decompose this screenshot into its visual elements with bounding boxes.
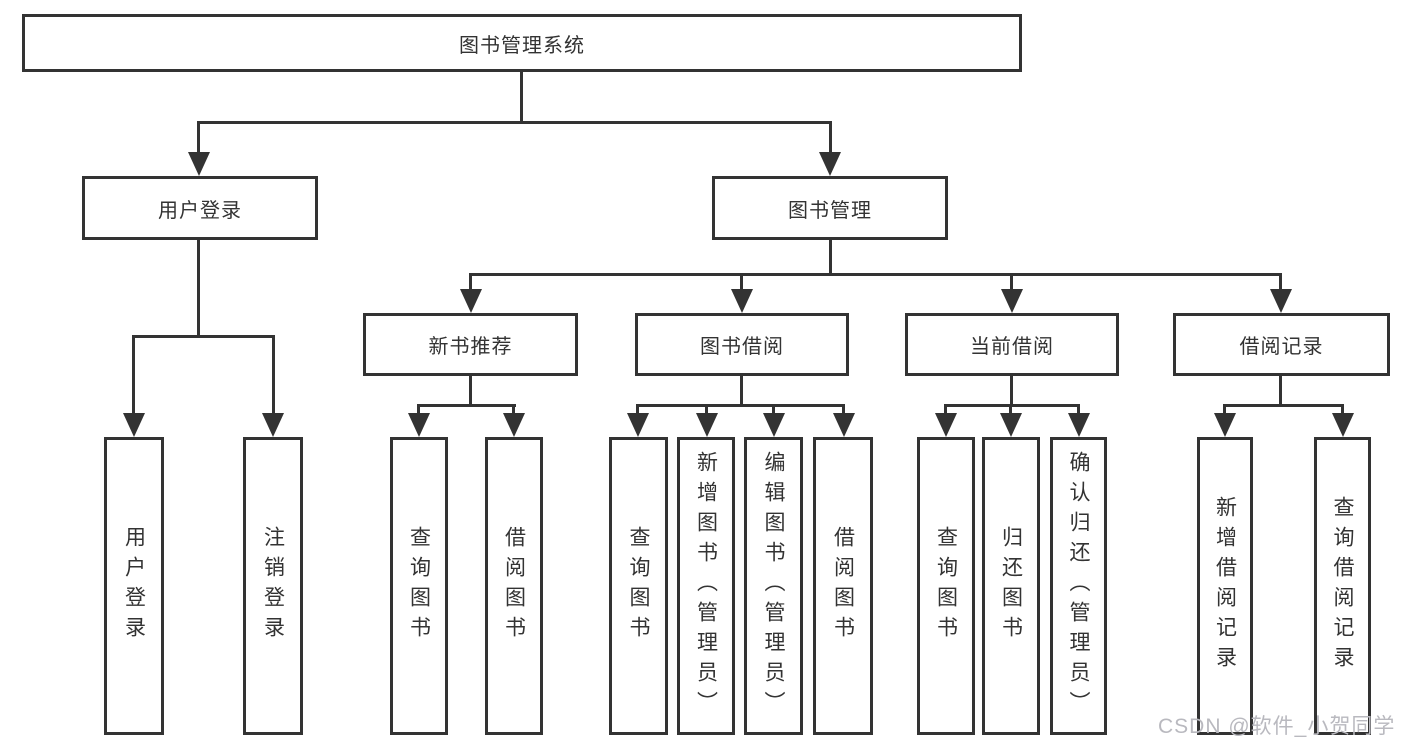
arrow-down-icon — [763, 413, 785, 437]
connector-line — [842, 404, 845, 418]
node-label: 查询图书 — [934, 526, 958, 646]
leaf-borrow-books-recommend: 借阅图书 — [485, 437, 543, 735]
arrow-down-icon — [188, 152, 210, 176]
leaf-logout: 注销登录 — [243, 437, 303, 735]
node-label: 注销登录 — [261, 526, 285, 646]
node-user-login-branch: 用户登录 — [82, 176, 318, 240]
arrow-down-icon — [1214, 413, 1236, 437]
node-label: 新增图书（管理员） — [694, 451, 718, 721]
node-label: 用户登录 — [122, 526, 146, 646]
arrow-down-icon — [1068, 413, 1090, 437]
connector-line — [417, 404, 420, 418]
node-borrowing-records: 借阅记录 — [1173, 313, 1390, 376]
connector-line — [272, 335, 275, 417]
node-library-management-system: 图书管理系统 — [22, 14, 1022, 72]
connector-line — [418, 404, 516, 407]
connector-line — [1279, 376, 1282, 407]
node-label: 当前借阅 — [970, 336, 1054, 358]
arrow-down-icon — [935, 413, 957, 437]
leaf-return-books: 归还图书 — [982, 437, 1040, 735]
node-label: 确认归还（管理员） — [1067, 451, 1090, 721]
connector-line — [197, 240, 200, 335]
arrow-down-icon — [819, 152, 841, 176]
connector-line — [132, 335, 135, 417]
node-label: 借阅图书 — [502, 526, 526, 646]
leaf-query-borrow-record: 查询借阅记录 — [1314, 437, 1371, 735]
arrow-down-icon — [1000, 413, 1022, 437]
connector-line — [945, 404, 1080, 407]
connector-line — [637, 404, 845, 407]
leaf-edit-books-admin: 编辑图书（管理员） — [744, 437, 803, 735]
connector-line — [1077, 404, 1080, 418]
connector-line — [740, 376, 743, 407]
arrow-down-icon — [1001, 289, 1023, 313]
node-label: 编辑图书（管理员） — [762, 451, 785, 721]
connector-line — [1009, 404, 1012, 418]
connector-line — [636, 404, 639, 418]
connector-line — [520, 72, 523, 124]
leaf-add-borrow-record: 新增借阅记录 — [1197, 437, 1253, 735]
leaf-confirm-return-admin: 确认归还（管理员） — [1050, 437, 1107, 735]
connector-line — [133, 335, 275, 338]
connector-line — [1224, 404, 1344, 407]
arrow-down-icon — [460, 289, 482, 313]
connector-line — [772, 404, 775, 418]
connector-line — [469, 376, 472, 407]
arrow-down-icon — [833, 413, 855, 437]
arrow-down-icon — [731, 289, 753, 313]
node-label: 查询图书 — [407, 526, 431, 646]
node-label: 归还图书 — [999, 526, 1023, 646]
leaf-borrow-books: 借阅图书 — [813, 437, 873, 735]
arrow-down-icon — [408, 413, 430, 437]
node-current-borrowing: 当前借阅 — [905, 313, 1119, 376]
connector-line — [740, 273, 743, 295]
arrow-down-icon — [262, 413, 284, 437]
connector-line — [944, 404, 947, 418]
leaf-query-books-current: 查询图书 — [917, 437, 975, 735]
connector-line — [512, 404, 515, 418]
csdn-watermark: CSDN @软件_小贺同学 — [1158, 715, 1396, 738]
connector-line — [1341, 404, 1344, 418]
node-new-book-recommendation: 新书推荐 — [363, 313, 578, 376]
arrow-down-icon — [627, 413, 649, 437]
connector-line — [1279, 273, 1282, 295]
leaf-add-books-admin: 新增图书（管理员） — [677, 437, 735, 735]
node-label: 新增借阅记录 — [1213, 496, 1237, 676]
node-label: 新书推荐 — [428, 336, 513, 358]
node-label: 查询借阅记录 — [1331, 496, 1354, 676]
leaf-query-books-borrow: 查询图书 — [609, 437, 668, 735]
arrow-down-icon — [123, 413, 145, 437]
node-book-management-branch: 图书管理 — [712, 176, 948, 240]
leaf-query-books-recommend: 查询图书 — [390, 437, 448, 735]
arrow-down-icon — [1270, 289, 1292, 313]
arrow-down-icon — [696, 413, 718, 437]
arrow-down-icon — [1332, 413, 1354, 437]
connector-line — [705, 404, 708, 418]
connector-line — [197, 121, 200, 157]
connector-line — [829, 240, 832, 276]
connector-line — [829, 121, 832, 157]
node-label: 借阅记录 — [1239, 336, 1324, 358]
connector-line — [197, 121, 832, 124]
node-label: 图书借阅 — [700, 336, 784, 358]
node-book-borrowing: 图书借阅 — [635, 313, 849, 376]
arrow-down-icon — [503, 413, 525, 437]
node-label: 图书管理 — [788, 199, 872, 222]
leaf-user-login: 用户登录 — [104, 437, 164, 735]
connector-line — [469, 273, 1282, 276]
node-label: 查询图书 — [627, 526, 650, 646]
node-label: 图书管理系统 — [459, 34, 585, 57]
node-label: 用户登录 — [158, 199, 242, 222]
connector-line — [1223, 404, 1226, 418]
connector-line — [1010, 273, 1013, 295]
connector-line — [1010, 376, 1013, 407]
node-label: 借阅图书 — [831, 526, 855, 646]
connector-line — [469, 273, 472, 295]
